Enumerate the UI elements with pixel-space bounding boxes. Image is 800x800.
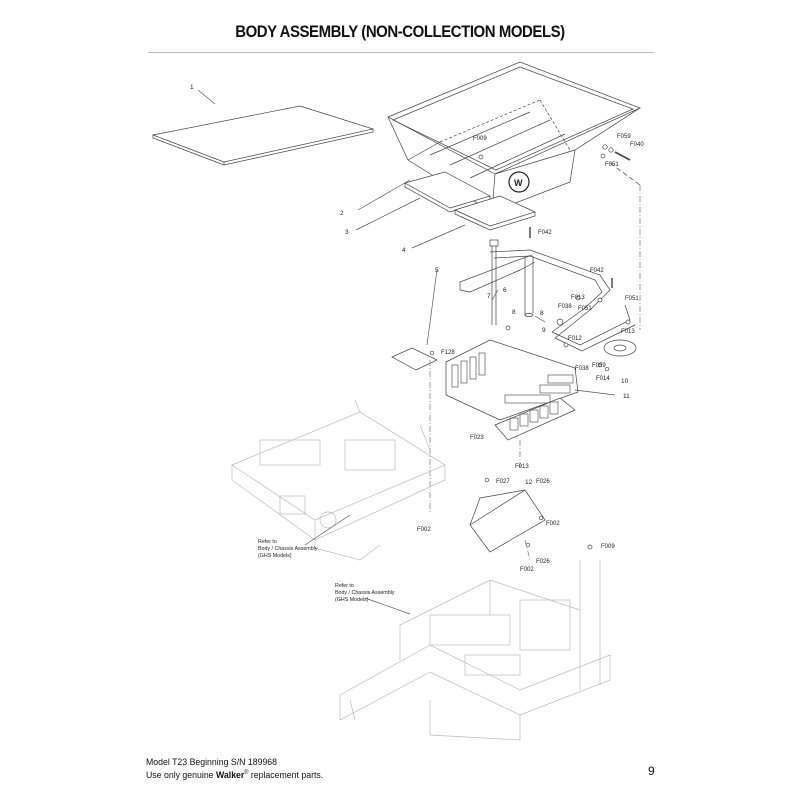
part-12-bracket [469, 477, 593, 553]
ref-note-2-line1: Refer to [335, 583, 354, 589]
part-4-plate [411, 195, 536, 249]
ref-note-2-line2: Body / Chassis Assembly [335, 590, 395, 596]
part-side-panel [494, 397, 576, 441]
page-footer: Model T23 Beginning S/N 189968 Use only … [146, 757, 323, 781]
part-5-plate [391, 269, 438, 371]
callout-labels: 1 2 3 4 5 6 7 8 8 9 10 11 12 F009 F059 F… [190, 84, 644, 603]
callout-9: 9 [542, 327, 546, 334]
callout-F002b: F002 [546, 521, 560, 527]
callout-5: 5 [435, 267, 439, 274]
callout-F023: F023 [470, 435, 484, 441]
callout-F051b: F051 [625, 296, 639, 302]
callout-7: 7 [487, 293, 491, 300]
callout-6: 6 [503, 287, 507, 294]
callout-F051c: F051 [578, 306, 592, 312]
callout-F038b: F038 [575, 366, 589, 372]
ref-note-2-line3: (GHS Models) [335, 597, 369, 603]
callout-F051a: F051 [605, 162, 619, 168]
callout-F042b: F042 [590, 268, 604, 274]
part-3-plate [355, 171, 491, 231]
title-divider [148, 52, 654, 53]
callout-F012: F012 [568, 336, 582, 342]
callout-F009a: F009 [473, 136, 487, 142]
ref-note-1-line3: (GHS Models) [258, 553, 292, 559]
callout-F002a: F002 [417, 527, 431, 533]
brand-name: Walker [215, 770, 245, 782]
callout-F059b: F059 [592, 363, 606, 369]
callout-F013a: F013 [571, 295, 585, 301]
callout-F027: F027 [496, 479, 510, 485]
model-line: Model T23 Beginning S/N 189968 [146, 757, 278, 768]
callout-F026b: F026 [536, 559, 550, 565]
callout-F009b: F009 [601, 544, 615, 550]
callout-F128: F128 [441, 350, 455, 356]
part-11-shield [445, 339, 616, 421]
parts-notice: Use only genuine Walker® replacement par… [146, 770, 324, 782]
callout-12: 12 [525, 479, 533, 486]
callout-4: 4 [402, 247, 406, 254]
callout-3: 3 [345, 229, 349, 236]
callout-F002c: F002 [520, 567, 534, 573]
part-1-panel [151, 89, 375, 166]
callout-8b: 8 [540, 310, 544, 317]
callout-F042a: F042 [538, 230, 552, 236]
callout-8a: 8 [512, 309, 516, 316]
callout-F040: F040 [630, 142, 644, 148]
callout-F014: F014 [596, 376, 610, 382]
callout-10: 10 [621, 378, 629, 385]
callout-F038a: F038 [558, 304, 572, 310]
ref-note-1-line2: Body / Chassis Assembly [258, 546, 318, 552]
callout-2: 2 [340, 210, 344, 217]
ref-note-1-line1: Refer to [258, 539, 277, 545]
page-title: BODY ASSEMBLY (NON-COLLECTION MODELS) [235, 22, 565, 41]
callout-F059: F059 [617, 134, 631, 140]
callout-F026a: F026 [536, 479, 550, 485]
page-number: 9 [648, 764, 655, 778]
svg-text:W: W [514, 178, 523, 188]
callout-1: 1 [190, 84, 194, 91]
chassis-lower-ghost [339, 560, 611, 741]
part-2-hopper: W [357, 61, 641, 213]
chassis-upper-ghost [231, 399, 446, 561]
callout-F013b: F013 [621, 329, 635, 335]
callout-F013c: F013 [515, 464, 529, 470]
fasteners-hopper-right [478, 144, 641, 186]
callout-11: 11 [623, 393, 630, 400]
support-frame [459, 227, 637, 372]
